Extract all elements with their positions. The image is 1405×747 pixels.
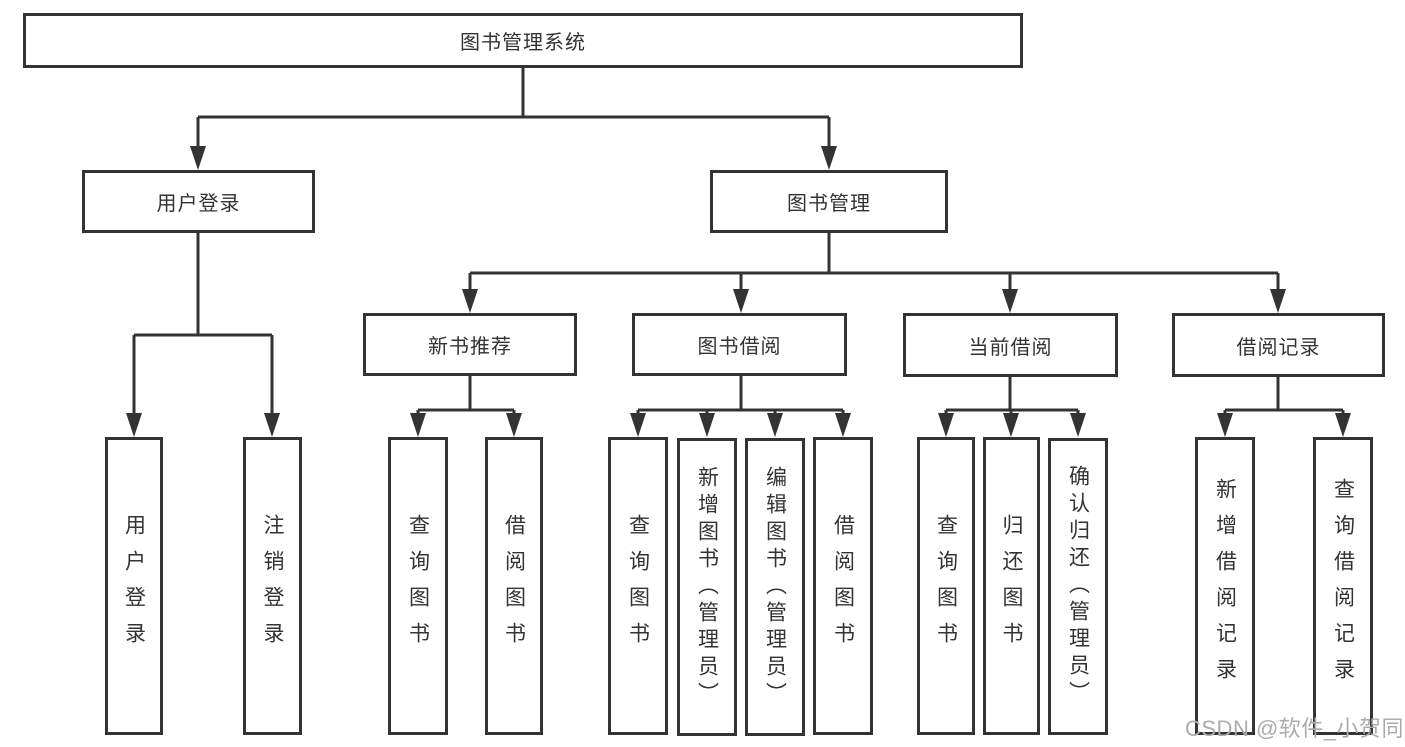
leaf-return-book: 归还图书 xyxy=(983,437,1040,735)
node-current-borrow-label: 当前借阅 xyxy=(968,336,1053,359)
leaf-borrow-book-2-label: 借阅图书 xyxy=(831,514,855,658)
node-book-mgmt-label: 图书管理 xyxy=(787,193,871,215)
node-borrow-records: 借阅记录 xyxy=(1172,313,1385,377)
node-root: 图书管理系统 xyxy=(23,13,1023,68)
leaf-edit-book-admin: 编辑图书（管理员） xyxy=(745,438,805,736)
node-user-login-label: 用户登录 xyxy=(156,193,241,215)
leaf-add-book-admin: 新增图书（管理员） xyxy=(677,438,737,736)
leaf-add-book-admin-label: 新增图书（管理员） xyxy=(695,465,719,709)
leaf-borrow-book-1: 借阅图书 xyxy=(485,437,543,735)
watermark: CSDN @软件_小贺同学 xyxy=(1185,716,1405,741)
leaf-query-book-2-label: 查询图书 xyxy=(626,514,650,658)
leaf-query-book-3-label: 查询图书 xyxy=(934,514,958,658)
leaf-logout: 注销登录 xyxy=(243,437,302,735)
leaf-add-borrow-record: 新增借阅记录 xyxy=(1195,437,1255,735)
leaf-query-book-1: 查询图书 xyxy=(388,437,448,735)
leaf-user-login-label: 用户登录 xyxy=(122,514,146,658)
leaf-confirm-return-admin-label: 确认归还（管理员） xyxy=(1066,465,1090,708)
leaf-add-borrow-record-label: 新增借阅记录 xyxy=(1213,478,1237,694)
node-current-borrow: 当前借阅 xyxy=(903,313,1118,377)
node-new-book-rec: 新书推荐 xyxy=(363,313,577,376)
leaf-query-book-1-label: 查询图书 xyxy=(406,514,430,658)
leaf-query-borrow-record: 查询借阅记录 xyxy=(1313,437,1373,735)
leaf-query-borrow-record-label: 查询借阅记录 xyxy=(1331,478,1355,694)
leaf-edit-book-admin-label: 编辑图书（管理员） xyxy=(763,465,787,709)
leaf-borrow-book-1-label: 借阅图书 xyxy=(502,514,526,658)
leaf-query-book-3: 查询图书 xyxy=(917,437,975,735)
node-book-borrow: 图书借阅 xyxy=(632,313,847,376)
node-book-mgmt: 图书管理 xyxy=(710,170,948,233)
leaf-borrow-book-2: 借阅图书 xyxy=(813,437,873,735)
node-borrow-records-label: 借阅记录 xyxy=(1236,336,1321,359)
node-new-book-rec-label: 新书推荐 xyxy=(428,336,512,358)
leaf-confirm-return-admin: 确认归还（管理员） xyxy=(1048,438,1108,735)
leaf-logout-label: 注销登录 xyxy=(261,514,284,658)
node-root-label: 图书管理系统 xyxy=(460,32,586,54)
node-book-borrow-label: 图书借阅 xyxy=(697,336,782,358)
leaf-return-book-label: 归还图书 xyxy=(1000,514,1023,658)
node-user-login: 用户登录 xyxy=(82,170,315,233)
leaf-user-login: 用户登录 xyxy=(105,437,163,735)
leaf-query-book-2: 查询图书 xyxy=(608,437,668,735)
